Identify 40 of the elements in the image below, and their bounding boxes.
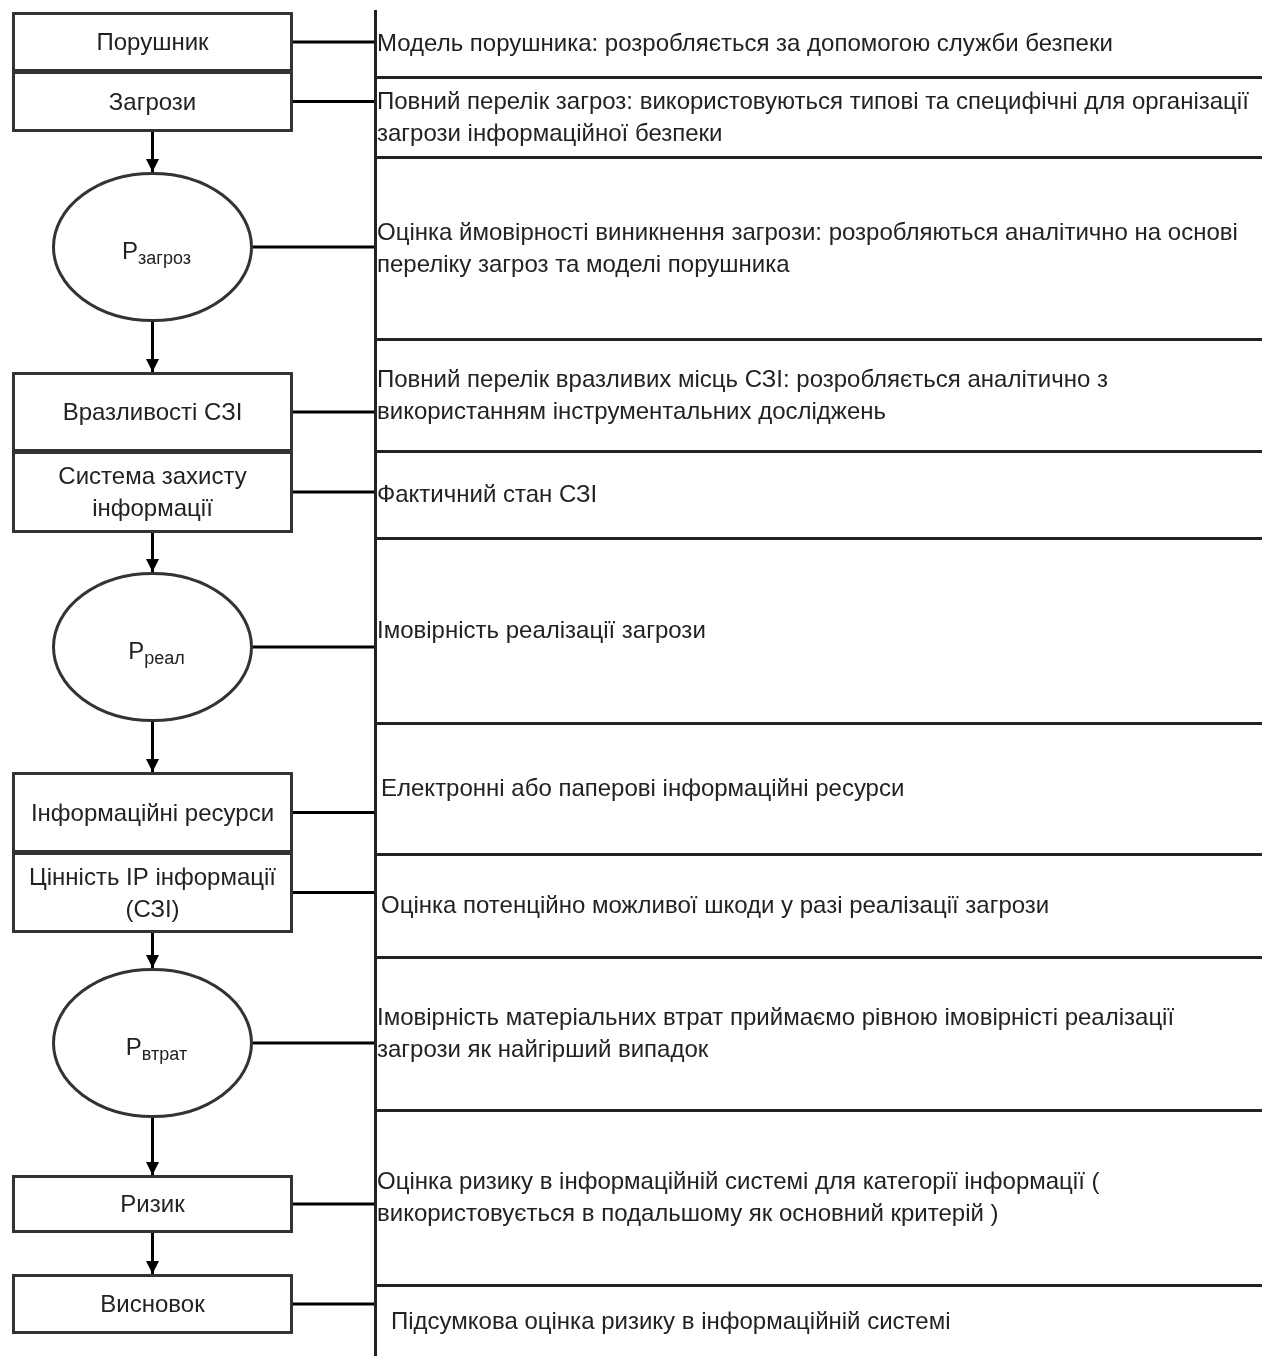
- process-box: Ризик: [12, 1175, 293, 1233]
- description-cell: Підсумкова оцінка ризику в інформаційній системі: [374, 1285, 1262, 1356]
- description-cell: Повний перелік вразливих місць СЗІ: розробляється аналітично з використанням інструментальних досліджень: [374, 339, 1262, 453]
- process-box: Інформаційні ресурси: [12, 772, 293, 853]
- connector-line: [253, 1041, 375, 1045]
- process-ellipse: P$_{втрат}$: [52, 968, 253, 1118]
- arrow: [145, 322, 160, 372]
- process-box: Система захисту інформації: [12, 451, 293, 533]
- connector-line: [253, 645, 375, 649]
- process-ellipse: P$_{реал}$: [52, 572, 253, 722]
- connector-line: [293, 100, 375, 103]
- connector-line: [293, 40, 375, 44]
- arrow: [145, 1118, 160, 1175]
- connector-line: [293, 410, 375, 414]
- arrow: [145, 533, 160, 572]
- process-box: Висновок: [12, 1274, 293, 1334]
- arrow: [145, 722, 160, 772]
- description-cell: Повний перелік загроз: використовуються типові та специфічні для організації загрози інформаційної безпеки: [374, 77, 1262, 159]
- description-cell: Імовірність матеріальних втрат приймаємо рівною імовірністі реалізації загрози як найгірший випадок: [374, 957, 1262, 1112]
- connector-line: [293, 891, 375, 894]
- connector-line: [293, 811, 375, 814]
- description-cell: Фактичний стан СЗІ: [374, 451, 1262, 540]
- arrow: [145, 132, 160, 172]
- arrow: [145, 1233, 160, 1274]
- connector-line: [293, 1302, 375, 1306]
- process-box: Цінність ІР інформації (СЗІ): [12, 852, 293, 933]
- description-cell: Оцінка потенційно можливої шкоди у разі реалізації загрози: [374, 854, 1262, 959]
- description-cell: Модель порушника: розробляється за допомогою служби безпеки: [374, 10, 1262, 79]
- process-box: Загрози: [12, 71, 293, 132]
- description-cell: Імовірність реалізації загрози: [374, 538, 1262, 725]
- connector-line: [293, 490, 375, 494]
- process-box: Порушник: [12, 12, 293, 72]
- arrow: [145, 933, 160, 968]
- description-cell: Оцінка ймовірності виникнення загрози: розробляються аналітично на основі переліку загроз та моделі порушника: [374, 157, 1262, 341]
- process-box: Вразливості СЗІ: [12, 372, 293, 452]
- process-ellipse: P$_{загроз}$: [52, 172, 253, 322]
- connector-line: [293, 1202, 375, 1206]
- connector-line: [253, 245, 375, 249]
- description-cell: Електронні або паперові інформаційні ресурси: [374, 723, 1262, 856]
- description-cell: Оцінка ризику в інформаційній системі для категорії інформації ( використовується в подальшому як основний критерій ): [374, 1110, 1262, 1287]
